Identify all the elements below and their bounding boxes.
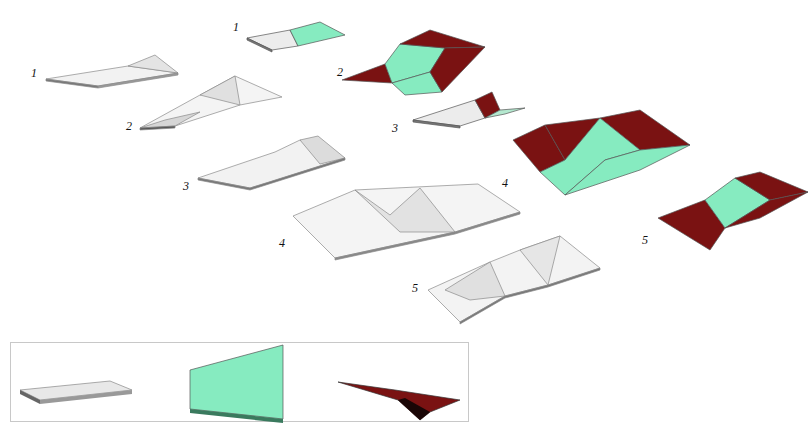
plain-sheets <box>46 55 600 324</box>
legend-panel <box>11 343 469 423</box>
callout-number: 5 <box>412 281 418 295</box>
callout-number: 4 <box>279 236 285 250</box>
callout-number: 3 <box>392 121 398 135</box>
callout-number: 5 <box>642 233 648 247</box>
coloured-sheets <box>247 22 808 250</box>
callout-number: 1 <box>31 66 37 80</box>
callout-number: 3 <box>183 179 189 193</box>
callout-number: 2 <box>337 65 343 79</box>
callout-number: 1 <box>233 20 239 34</box>
callout-number: 4 <box>502 176 508 190</box>
callout-number: 2 <box>126 119 132 133</box>
